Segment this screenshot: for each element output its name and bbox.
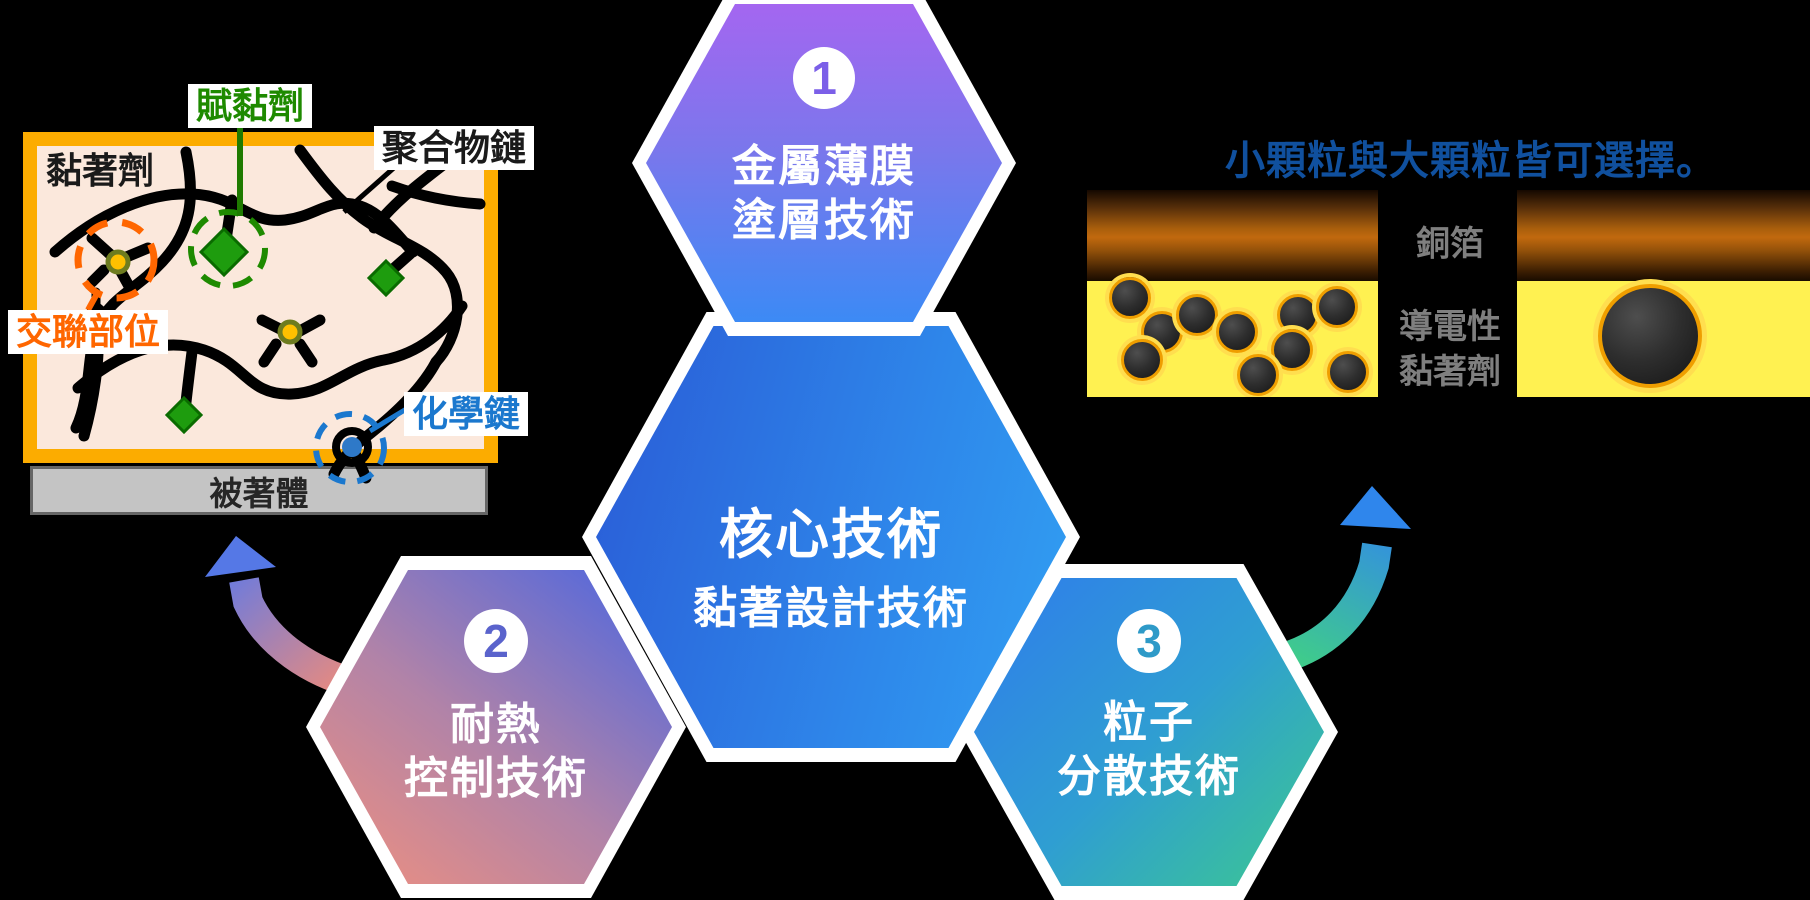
arrow-to-adhesive [205, 536, 361, 699]
crosslink-site-label: 交聯部位 [8, 310, 169, 354]
hexagon-1-label-line1: 金屬薄膜 [732, 142, 916, 191]
hexagon-2-label-line1: 耐熱 [450, 700, 542, 749]
hexagon-1-number: 1 [793, 47, 855, 109]
tackifier-dashed-circle [188, 209, 268, 289]
copper-foil-layer-right [1517, 190, 1810, 281]
adherend-label: 被著體 [209, 474, 309, 512]
adherend-bar: 被著體 [30, 466, 488, 515]
conductive-particle-small [1327, 351, 1369, 393]
tackifier-diamonds [164, 226, 406, 435]
hexagon-3-label-line1: 粒子 [1103, 698, 1195, 747]
conductive-particle-small [1237, 354, 1279, 396]
arrow-to-particles [1286, 486, 1411, 670]
large-particle-panel [1517, 190, 1810, 397]
conductive-particle-small [1121, 339, 1163, 381]
chemical-bond-label: 化學鍵 [404, 392, 529, 436]
chemical-bond-node [332, 427, 372, 467]
tackifier-label: 賦黏劑 [188, 84, 313, 128]
crosslink-nodes [105, 249, 303, 345]
small-particle-panel [1087, 190, 1378, 397]
polymer-chain-label: 聚合物鏈 [374, 126, 535, 170]
hexagon-1-label-line2: 塗層技術 [732, 196, 916, 245]
conductive-particle-large [1598, 284, 1702, 388]
conductive-particle-small [1271, 329, 1313, 371]
hexagon-2-label-line2: 控制技術 [404, 754, 588, 803]
conductive-adhesive-layer-right [1517, 281, 1810, 397]
copper-foil-layer-left [1087, 190, 1378, 281]
conductive-adhesive-layer-left [1087, 277, 1378, 397]
crosslink-pointer [85, 288, 102, 312]
chembond-pointer [368, 405, 410, 434]
conductive-particle-small [1176, 294, 1218, 336]
conductive-particle-small [1216, 311, 1258, 353]
conductive-adhesive-label-line2: 黏著劑 [1399, 353, 1501, 391]
hexagon-2-number: 2 [464, 609, 528, 673]
conductive-adhesive-label-line1: 導電性 [1399, 308, 1501, 346]
hexagon-3-number: 3 [1117, 609, 1181, 673]
hexagon-3: 3 粒子 分散技術 [974, 578, 1324, 886]
particle-title: 小顆粒與大顆粒皆可選擇。 [1225, 139, 1717, 183]
chembond-dashed-circle [313, 411, 387, 485]
core-title: 核心技術 [719, 505, 943, 565]
core-subtitle: 黏著設計技術 [693, 584, 969, 633]
adhesive-label: 黏著劑 [46, 150, 155, 191]
copper-foil-label: 銅箔 [1416, 225, 1484, 263]
hexagon-3-label-line2: 分散技術 [1057, 752, 1241, 801]
conductive-particle-small [1316, 286, 1358, 328]
crosslink-dashed-circle [74, 218, 158, 302]
polymer-pointer [342, 164, 398, 214]
conductive-particle-small [1109, 277, 1151, 319]
